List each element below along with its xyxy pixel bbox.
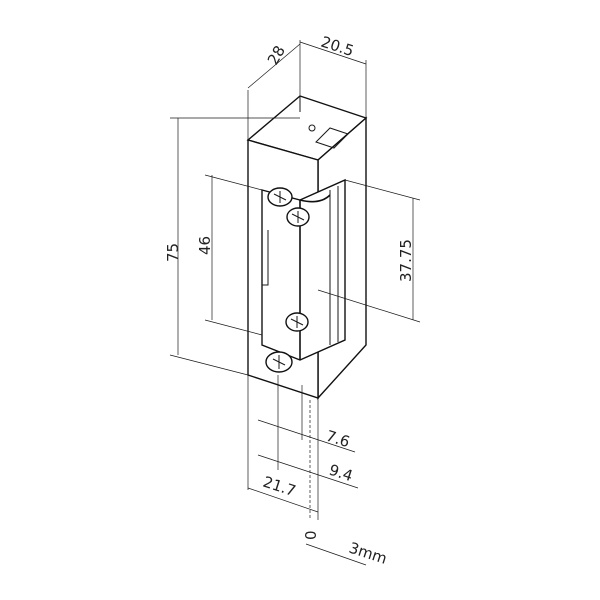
screws <box>265 187 310 373</box>
screw-icon <box>285 312 309 332</box>
faceplate <box>261 178 346 361</box>
dim-20-5: 20.5 <box>319 33 356 60</box>
dim-37-75: 37.75 <box>397 239 415 282</box>
dim-28: 28 <box>264 42 289 68</box>
dim-zero: 0 <box>302 530 320 540</box>
scale-label: 3mm <box>347 539 389 568</box>
screw-icon <box>267 187 293 207</box>
screw-icon <box>265 351 293 373</box>
screw-icon <box>286 207 310 227</box>
dimension-lines <box>169 40 421 566</box>
dim-21-7: 21.7 <box>261 473 298 500</box>
dim-46: 46 <box>196 236 214 255</box>
dim-9-4: 9.4 <box>327 461 355 485</box>
dim-7-6: 7.6 <box>324 427 352 451</box>
dim-75: 75 <box>164 243 182 262</box>
